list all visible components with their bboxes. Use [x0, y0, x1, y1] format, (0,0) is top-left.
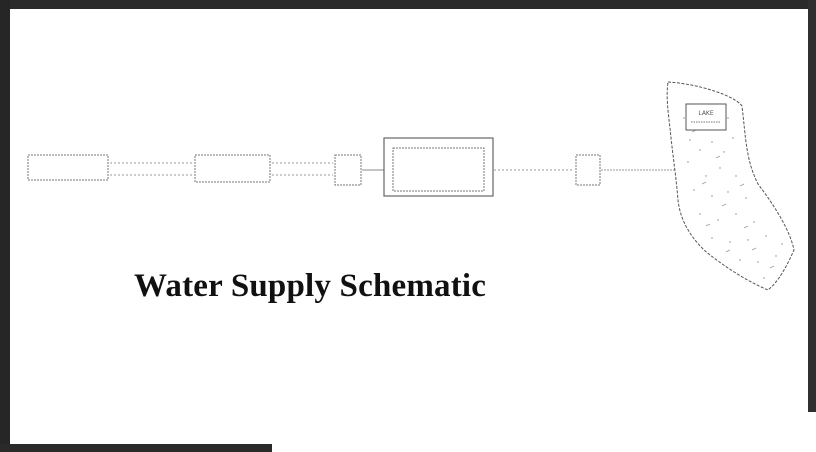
scan-border-right	[808, 0, 816, 412]
scan-border-bottom	[0, 444, 272, 452]
lake-label-box	[685, 103, 727, 131]
scan-border-left	[0, 0, 10, 452]
lake-shape	[666, 81, 795, 291]
plant-inner-box	[392, 147, 485, 192]
diagram-title: Water Supply Schematic	[134, 268, 487, 304]
valve-box-2	[575, 154, 601, 186]
station-box	[194, 154, 271, 183]
valve-box-1	[334, 154, 362, 186]
scan-border-top	[0, 0, 816, 9]
source-box	[27, 154, 109, 181]
lake-label: LAKE	[698, 110, 714, 117]
